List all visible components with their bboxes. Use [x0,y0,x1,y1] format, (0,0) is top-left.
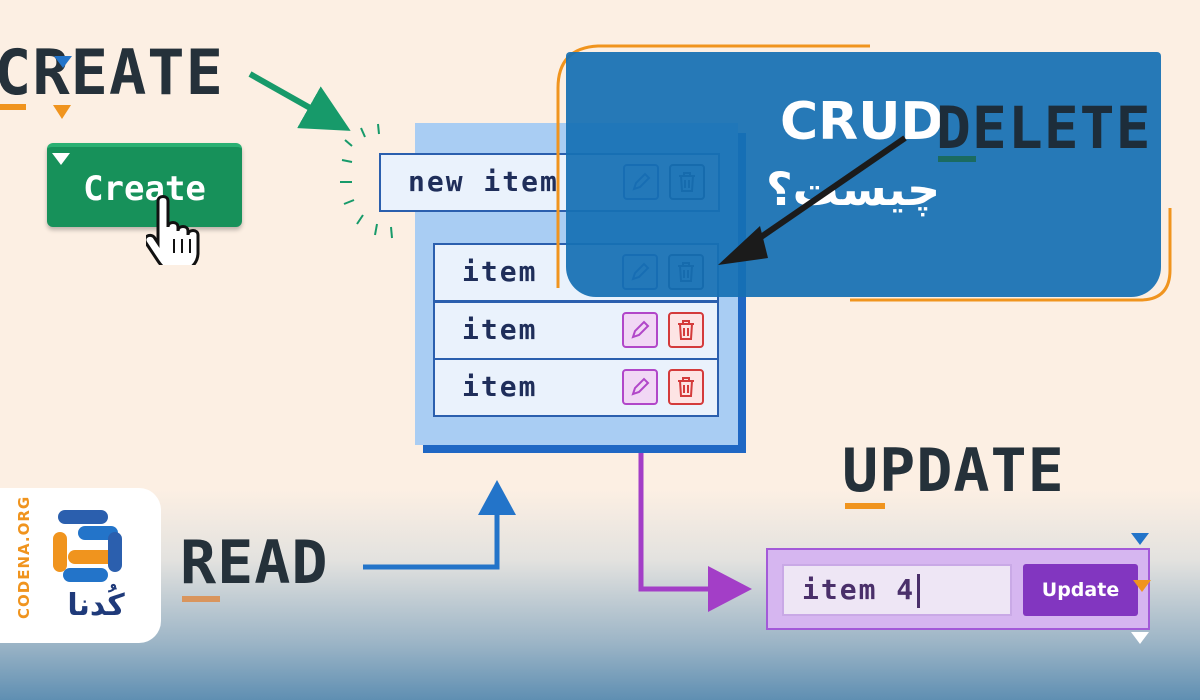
update-arrow [638,418,712,592]
hand-cursor-icon [146,195,200,265]
sparkle-marks [340,123,393,239]
delete-underline [938,156,976,162]
delete-button[interactable] [668,312,704,348]
create-button[interactable]: Create [47,143,242,227]
create-underline [0,104,26,110]
delete-arrow [718,135,907,265]
delete-button[interactable] [668,369,704,405]
update-form: item 4 Update [766,548,1150,630]
trash-icon [678,377,694,397]
update-input[interactable]: item 4 [782,564,1012,616]
edit-button[interactable] [622,369,658,405]
item-label: item [462,370,538,403]
new-item-label: new item [408,165,559,198]
pencil-icon [631,377,650,396]
logo-card: CODENA.ORG کُدنا [0,488,161,643]
create-marker [53,105,71,119]
text-cursor [917,574,921,608]
create-heading: CREATE [0,36,224,109]
title-panel [566,52,1161,297]
update-input-value: item 4 [802,573,916,606]
read-arrow [363,510,500,570]
read-underline [182,596,220,602]
create-arrow [248,71,351,131]
codena-logo-icon [53,510,122,582]
delete-heading: DELETE [936,94,1152,162]
list-item[interactable]: item [433,358,719,417]
title-crud: CRUD [780,92,944,152]
edit-button[interactable] [622,312,658,348]
trash-icon [678,320,694,340]
update-button[interactable]: Update [1023,564,1138,616]
logo-name: کُدنا [67,588,125,623]
logo-vertical-text: CODENA.ORG [15,495,33,619]
update-underline [845,503,885,509]
item-label: item [462,255,538,288]
update-heading: UPDATE [842,436,1065,506]
item-label: item [462,313,538,346]
pencil-icon [631,320,650,339]
read-heading: READ [180,528,329,598]
